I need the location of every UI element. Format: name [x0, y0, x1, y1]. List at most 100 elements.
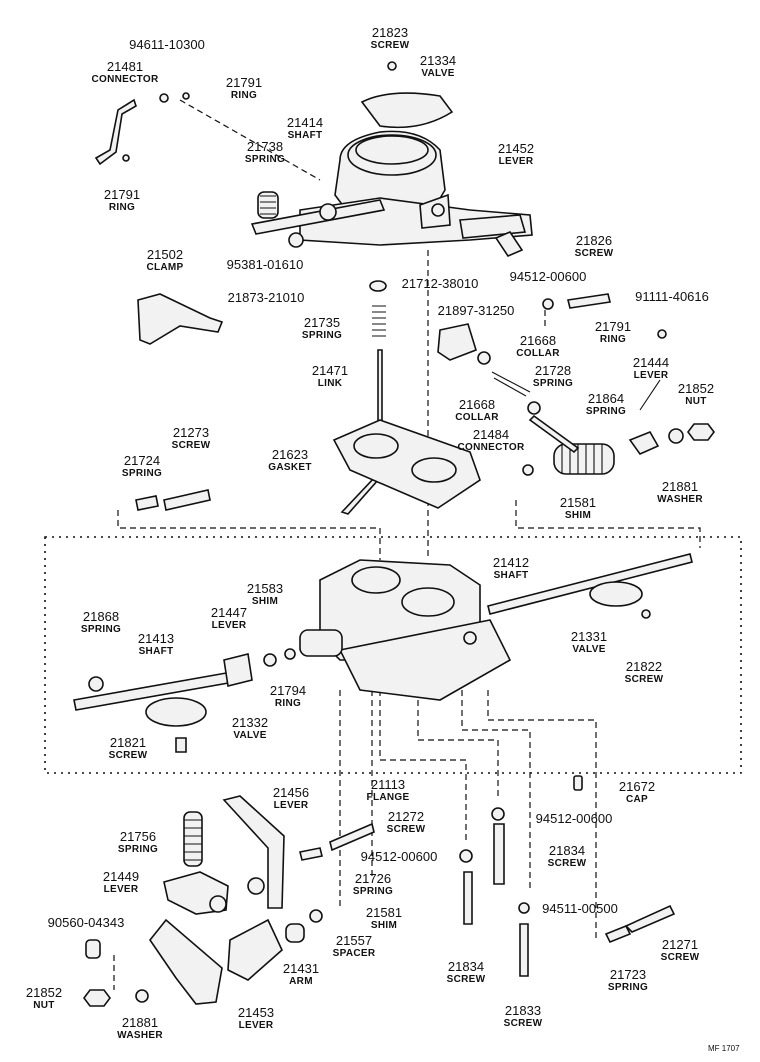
- part-number: 21449: [102, 869, 140, 884]
- part-name: SPRING: [301, 330, 343, 341]
- part-number: 21791: [103, 187, 141, 202]
- part-name: SCREW: [370, 40, 410, 51]
- part-name: FLANGE: [366, 792, 410, 803]
- part-number: 21444: [632, 355, 670, 370]
- connector-rod: [94, 98, 137, 166]
- part-name: SPRING: [607, 982, 649, 993]
- part-number: 94512-00600: [535, 811, 613, 826]
- part-name: SHIM: [564, 510, 592, 521]
- part-name: LINK: [317, 378, 343, 389]
- part-label-90560-04343: 90560-04343: [48, 916, 125, 929]
- part-name: NUT: [685, 396, 707, 407]
- part-name: LEVER: [498, 156, 534, 167]
- screw-91111: [567, 293, 611, 309]
- part-number: 94611-10300: [129, 37, 205, 52]
- nut-21852-top: [687, 423, 715, 441]
- part-label-94512-00600: 94512-00600: [536, 812, 613, 825]
- part-number: 21332: [231, 715, 269, 730]
- part-number: 21672: [618, 779, 656, 794]
- part-number: 21331: [570, 629, 608, 644]
- part-name: SPRING: [244, 154, 286, 165]
- part-name: SHAFT: [138, 646, 174, 657]
- part-number: 21481: [106, 59, 144, 74]
- part-number: 21873-21010: [227, 290, 305, 305]
- part-name: LEVER: [238, 1020, 274, 1031]
- part-label-95381-01610: 95381-01610: [227, 258, 304, 271]
- part-number: 21334: [419, 53, 457, 68]
- part-number: 21456: [272, 785, 310, 800]
- part-name: SHAFT: [493, 570, 529, 581]
- lever-21456: [222, 795, 285, 909]
- shaft-21412: [487, 553, 693, 615]
- part-name: SHIM: [251, 596, 279, 607]
- part-number: 21864: [587, 391, 625, 406]
- part-number: 21738: [246, 139, 284, 154]
- part-name: SCREW: [446, 974, 486, 985]
- part-number: 21726: [354, 871, 392, 886]
- part-number: 21791: [225, 75, 263, 90]
- part-number: 21431: [282, 961, 320, 976]
- part-name: SHIM: [370, 920, 398, 931]
- part-name: SCREW: [503, 1018, 543, 1029]
- part-number: 21484: [472, 427, 510, 442]
- spring-21738: [257, 191, 279, 219]
- part-number: 21412: [492, 555, 530, 570]
- part-number: 21881: [121, 1015, 159, 1030]
- part-number: 90560-04343: [47, 915, 125, 930]
- part-number: 21823: [371, 25, 409, 40]
- part-number: 21471: [311, 363, 349, 378]
- part-label-21873-21010: 21873-21010: [228, 291, 305, 304]
- part-number: 91111-40616: [635, 289, 709, 304]
- part-number: 21821: [109, 735, 147, 750]
- gasket-21623: [332, 419, 481, 509]
- lower-throttle-body: [299, 559, 512, 701]
- part-number: 94511-00500: [542, 901, 618, 916]
- part-number: 21833: [504, 1003, 542, 1018]
- part-name: SPRING: [117, 844, 159, 855]
- part-name: RING: [599, 334, 627, 345]
- part-number: 21273: [172, 425, 210, 440]
- part-number: 21668: [519, 333, 557, 348]
- part-name: SCREW: [660, 952, 700, 963]
- part-name: VALVE: [572, 644, 606, 655]
- part-number: 21447: [210, 605, 248, 620]
- part-label-94512-00600: 94512-00600: [510, 270, 587, 283]
- spring-21864: [553, 443, 615, 475]
- shaft-21414: [250, 199, 386, 235]
- part-label-94611-10300: 94611-10300: [129, 38, 205, 51]
- part-number: 94512-00600: [360, 849, 438, 864]
- part-name: SCREW: [547, 858, 587, 869]
- assembly-frame: [44, 536, 742, 774]
- part-name: SPRING: [532, 378, 574, 389]
- part-name: VALVE: [421, 68, 455, 79]
- part-label-91111-40616: 91111-40616: [635, 290, 709, 303]
